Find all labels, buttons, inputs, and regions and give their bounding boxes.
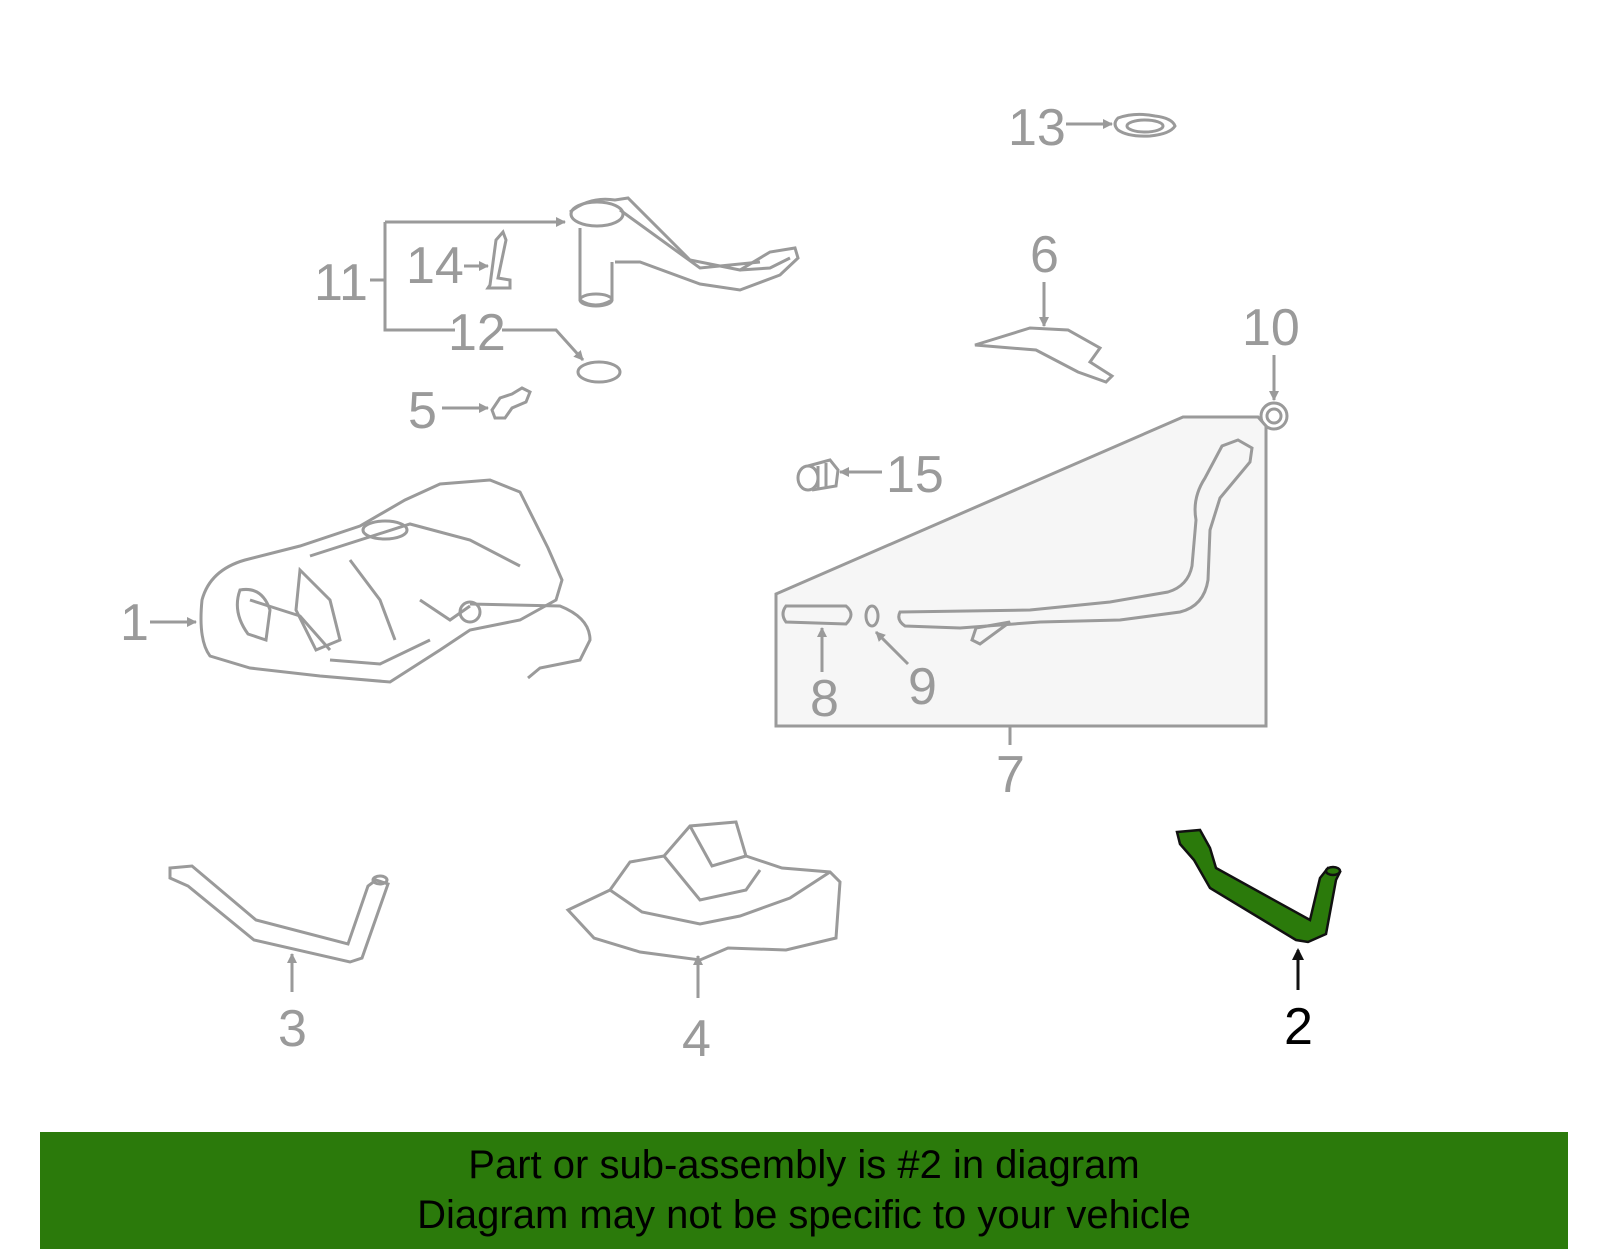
- part-10-cap: [1259, 401, 1289, 431]
- part-11-fuel-pump: [569, 196, 800, 308]
- callout-6: 6: [1030, 226, 1059, 284]
- info-banner: Part or sub-assembly is #2 in diagram Di…: [40, 1132, 1568, 1249]
- callout-2: 2: [1284, 998, 1313, 1056]
- part-2-strap-highlighted: [1175, 828, 1342, 944]
- callout-7: 7: [996, 746, 1025, 804]
- callout-1: 1: [120, 594, 149, 652]
- part-14-sensor: [485, 229, 512, 290]
- callout-3: 3: [278, 1000, 307, 1058]
- part-13-seal: [1113, 112, 1177, 138]
- banner-line-2: Diagram may not be specific to your vehi…: [417, 1193, 1191, 1237]
- part-7-filler-assembly: [774, 415, 1268, 745]
- callout-8: 8: [810, 670, 839, 728]
- part-15-fitting: [796, 458, 840, 492]
- part-3-strap: [168, 864, 390, 964]
- callout-9: 9: [908, 658, 937, 716]
- callout-15: 15: [886, 446, 944, 504]
- callout-4: 4: [682, 1010, 711, 1068]
- banner-line-1: Part or sub-assembly is #2 in diagram: [468, 1143, 1140, 1187]
- callout-14: 14: [406, 237, 464, 295]
- arrow-9: [874, 630, 910, 666]
- callout-11: 11: [314, 254, 368, 312]
- bracket-11: [370, 217, 566, 332]
- part-1-fuel-tank: [199, 478, 592, 684]
- callout-10: 10: [1242, 299, 1300, 357]
- callout-5: 5: [408, 382, 437, 440]
- part-12-o-ring: [576, 360, 622, 384]
- part-4-heat-shield: [565, 820, 842, 962]
- part-5-clip: [490, 386, 532, 420]
- arrow-12: [502, 328, 585, 362]
- part-6-shield: [974, 326, 1115, 384]
- callout-13: 13: [1008, 99, 1066, 157]
- callout-12: 12: [448, 304, 506, 362]
